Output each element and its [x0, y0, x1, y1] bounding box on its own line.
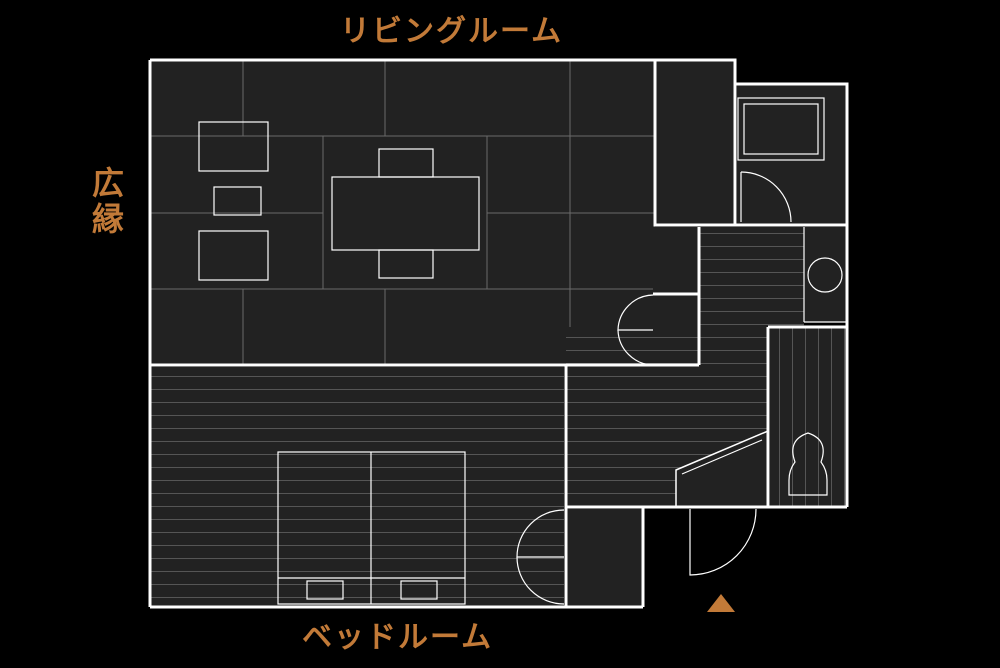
washbasin [807, 257, 843, 293]
doors [516, 294, 757, 605]
bathtub [737, 97, 825, 161]
bedroom [150, 367, 564, 607]
triangle-up-icon [707, 594, 735, 612]
walls [148, 58, 849, 609]
floor-chair [378, 148, 434, 178]
engawa-label: 広縁 [91, 164, 124, 238]
pillow [400, 580, 438, 600]
bedroom-label: ベッドルーム [302, 620, 494, 655]
bedroom-closet [566, 509, 643, 607]
living-room-label: リビングルーム [340, 14, 564, 49]
washroom [700, 227, 847, 327]
armchair [198, 230, 269, 281]
bathroom [737, 84, 847, 225]
entrance-door-swing [689, 508, 757, 576]
side-table [213, 186, 262, 216]
pillow [306, 580, 344, 600]
toilet [788, 432, 828, 496]
floor-chair [378, 249, 434, 279]
closet [655, 60, 735, 225]
bathroom-door-swing [740, 171, 792, 223]
armchair [198, 121, 269, 172]
living-room [150, 60, 655, 365]
toilet-room [770, 327, 847, 507]
